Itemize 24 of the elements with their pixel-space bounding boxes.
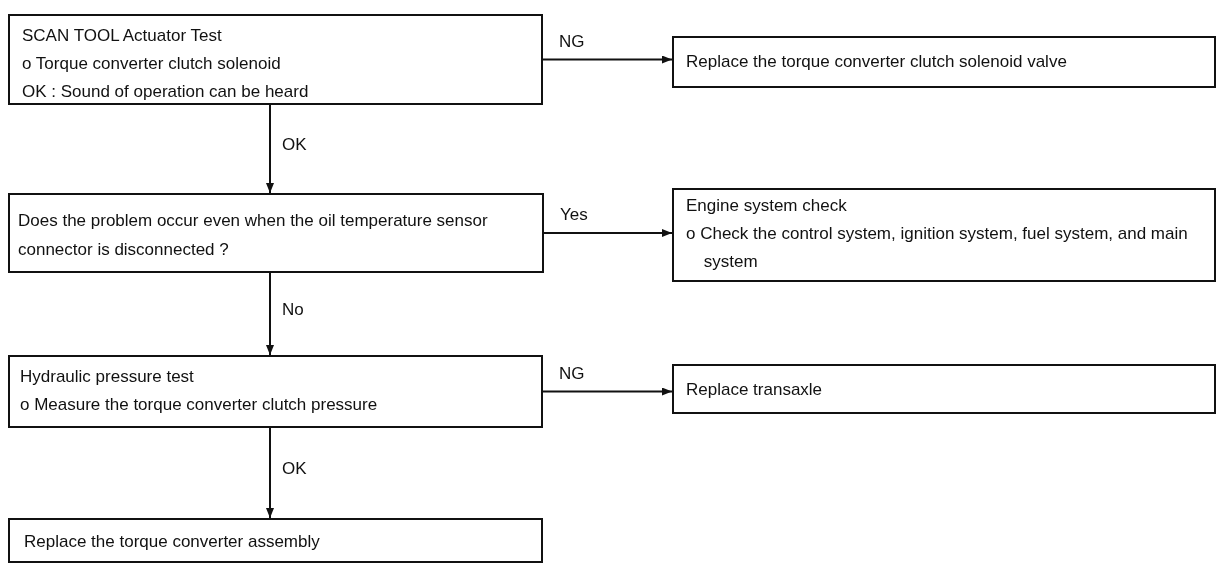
box-text: Engine system check [686,195,848,217]
process-box [8,355,543,428]
box-text: o Measure the torque converter clutch pressure [20,394,379,416]
arrow [266,104,274,194]
process-box [672,36,1216,88]
box-text: Replace the torque converter clutch solenoid valve [686,51,1068,73]
box-text: Does the problem occur even when the oil temperature sensor connector is disconnected ? [18,210,489,261]
process-box [8,193,544,273]
process-box [672,188,1216,282]
arrow [543,229,673,237]
arrow [542,55,673,64]
arrow [266,427,274,519]
box-text: Replace the torque converter assembly [24,531,321,553]
box-text: Replace transaxle [686,379,824,401]
box-text: SCAN TOOL Actuator Test [22,25,223,47]
arrow [542,387,673,396]
process-box [8,518,543,563]
box-text: o Check the control system, ignition system, fuel system, and main system [686,223,1189,273]
process-box [8,14,543,105]
box-text: Hydraulic pressure test [20,366,195,388]
arrow [266,272,274,356]
box-text: OK : Sound of operation can be heard [22,81,310,103]
box-text: o Torque converter clutch solenoid [22,53,282,75]
process-box [672,364,1216,414]
